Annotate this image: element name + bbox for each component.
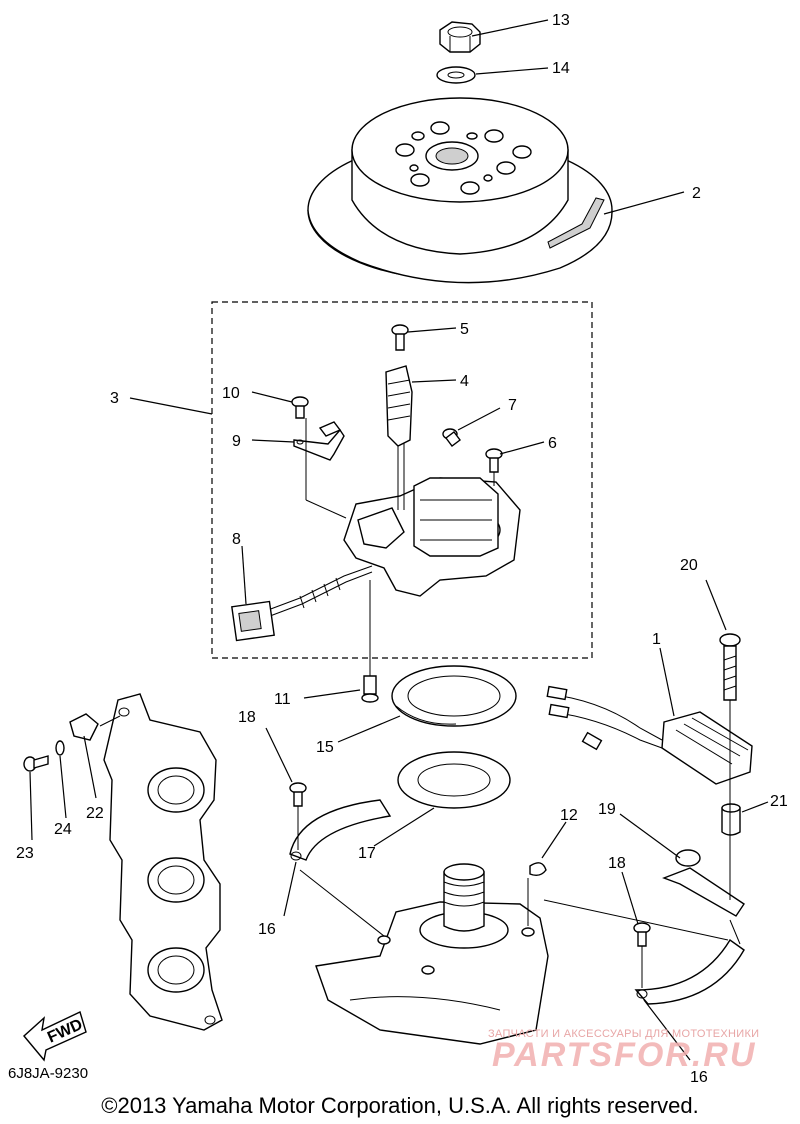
- part-8-lead-wire: [231, 565, 373, 642]
- part-18-screw-right: [633, 922, 651, 947]
- part-16-bracket-right: [634, 938, 745, 1005]
- part-1-cdi-unit: [546, 685, 753, 785]
- part-18-screw-left: [289, 782, 307, 807]
- leader-lines: [29, 19, 769, 1061]
- part-10-screw: [291, 396, 309, 419]
- part-16-bracket-left: [289, 799, 392, 861]
- crankcase-block: [315, 863, 549, 1045]
- part-6-screw: [485, 448, 503, 473]
- callout-8: 8: [232, 531, 241, 548]
- part-23-screw: [23, 755, 49, 772]
- callout-4: 4: [460, 373, 469, 390]
- part-5-screw: [391, 324, 409, 351]
- part-2-flywheel: [307, 97, 613, 284]
- callout-21: 21: [770, 793, 788, 810]
- part-20-bolt: [719, 633, 741, 701]
- copyright-notice: ©2013 Yamaha Motor Corporation, U.S.A. A…: [101, 1093, 699, 1118]
- callout-18-right: 18: [608, 855, 626, 872]
- callout-11: 11: [274, 691, 291, 708]
- part-17-ring: [397, 751, 511, 809]
- callout-13: 13: [552, 12, 570, 29]
- callout-16-left: 16: [258, 921, 276, 938]
- part-24-washer: [55, 740, 65, 756]
- callout-14: 14: [552, 60, 570, 77]
- callout-24: 24: [54, 821, 72, 838]
- callout-17: 17: [358, 845, 376, 862]
- callout-23: 23: [16, 845, 34, 862]
- reference-code: 6J8JA-9230: [8, 1065, 89, 1082]
- part-11-screw: [361, 675, 379, 703]
- part-12-key: [529, 862, 547, 877]
- watermark-site: PARTSFOR.RU: [492, 1036, 757, 1074]
- callout-15: 15: [316, 739, 334, 756]
- part-19-clamp: [662, 849, 745, 917]
- callout-12: 12: [560, 807, 578, 824]
- callout-7: 7: [508, 397, 517, 414]
- callout-2: 2: [692, 185, 701, 202]
- callout-10: 10: [222, 385, 240, 402]
- part-14-washer: [436, 66, 476, 84]
- watermark-tagline: ЗАПЧАСТИ И АКСЕССУАРЫ ДЛЯ МОТОТЕХНИКИ: [488, 1028, 760, 1040]
- part-3-stator-assembly: [211, 301, 593, 659]
- part-22-clip: [69, 713, 99, 741]
- part-13-nut: [439, 21, 481, 53]
- callout-6: 6: [548, 435, 557, 452]
- callout-9: 9: [232, 433, 241, 450]
- callout-1: 1: [652, 631, 661, 648]
- callout-5: 5: [460, 321, 469, 338]
- callout-16-right: 16: [690, 1069, 708, 1086]
- callout-3: 3: [110, 390, 119, 407]
- cylinder-manifold: [103, 693, 223, 1031]
- callout-labels: 13 14 2 3 5 4 7 6 10 9 8 11 15 17 1 20 2…: [16, 12, 788, 1086]
- part-21-collar: [721, 803, 741, 836]
- fwd-arrow-icon: FWD: [23, 1011, 87, 1062]
- part-4-pulser-coil: [385, 365, 413, 447]
- part-9-bracket: [293, 421, 345, 461]
- part-7-screw: [442, 428, 461, 447]
- callout-22: 22: [86, 805, 104, 822]
- part-15-ring: [391, 665, 517, 727]
- callout-19: 19: [598, 801, 616, 818]
- callout-20: 20: [680, 557, 698, 574]
- callout-18-left: 18: [238, 709, 256, 726]
